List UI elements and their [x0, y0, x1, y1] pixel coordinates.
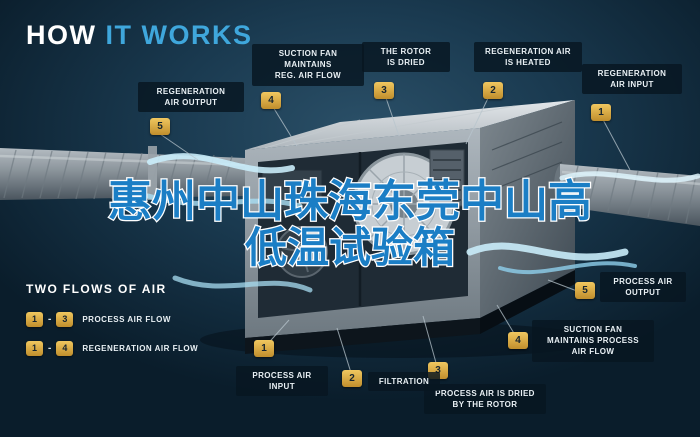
badge-regeneration-air-output: 5	[150, 118, 170, 135]
airflow-swooshes	[145, 153, 700, 293]
badge-rotor-dried: 3	[374, 82, 394, 99]
legend-label-process: PROCESS AIR FLOW	[82, 315, 171, 324]
label-regeneration-air-output: REGENERATION AIR OUTPUT	[138, 82, 244, 113]
label-process-air-input: PROCESS AIR INPUT	[236, 366, 328, 397]
legend: TWO FLOWS OF AIR 1 - 3 PROCESS AIR FLOW …	[26, 282, 198, 370]
overlay-text-line2: 低温试验箱	[245, 224, 455, 271]
legend-row-process: 1 - 3 PROCESS AIR FLOW	[26, 312, 198, 327]
label-suction-fan-process: SUCTION FAN MAINTAINS PROCESS AIR FLOW	[532, 320, 654, 362]
label-filtration: FILTRATION	[368, 372, 440, 392]
page-title: HOW IT WORKS	[26, 20, 252, 51]
badge-filtration: 2	[342, 370, 362, 387]
badge-regeneration-air-heated: 2	[483, 82, 503, 99]
legend-dash-2: -	[48, 343, 52, 354]
left-duct	[0, 146, 246, 201]
label-regeneration-air-heated: REGENERATION AIR IS HEATED	[474, 42, 582, 73]
badge-regeneration-air-input: 1	[591, 104, 611, 121]
label-process-air-dried: PROCESS AIR IS DRIED BY THE ROTOR	[424, 384, 546, 415]
title-how: HOW	[26, 20, 97, 50]
badge-suction-fan-reg: 4	[261, 92, 281, 109]
legend-row-regeneration: 1 - 4 REGENERATION AIR FLOW	[26, 341, 198, 356]
badge-process-air-input: 1	[254, 340, 274, 357]
process-fan	[276, 226, 328, 278]
legend-badge-4: 4	[56, 341, 74, 356]
legend-label-regeneration: REGENERATION AIR FLOW	[82, 344, 199, 353]
legend-badge-3: 3	[56, 312, 74, 327]
label-process-air-output: PROCESS AIR OUTPUT	[600, 272, 686, 303]
badge-suction-fan-process: 4	[508, 332, 528, 349]
label-suction-fan-reg: SUCTION FAN MAINTAINS REG. AIR FLOW	[252, 44, 364, 86]
title-it-works: IT WORKS	[96, 20, 253, 50]
label-regeneration-air-input: REGENERATION AIR INPUT	[582, 64, 682, 95]
legend-heading: TWO FLOWS OF AIR	[26, 282, 167, 296]
heater	[429, 149, 465, 207]
legend-badge-1a: 1	[26, 312, 43, 327]
label-rotor-dried: THE ROTOR IS DRIED	[362, 42, 450, 73]
overlay-text-line1: 惠州中山珠海东莞中山高	[108, 177, 592, 226]
legend-dash-1: -	[48, 314, 52, 325]
legend-badge-1b: 1	[26, 341, 43, 356]
badge-process-air-output: 5	[575, 282, 595, 299]
